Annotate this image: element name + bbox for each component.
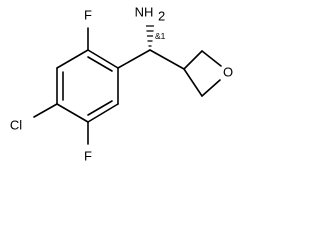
oxetane-bond-3 (201, 79, 221, 97)
oxetane-ring (183, 50, 222, 97)
amine-nh-text: NH (135, 4, 154, 19)
amine-label: NH 2 (135, 4, 166, 23)
bond-ring-to-chiral-carbon (117, 49, 151, 69)
diagram-page: { "molecule": { "atom_labels": { "amine"… (9, 4, 234, 164)
ring-bond-c5-c6 (87, 103, 119, 123)
hashed-wedge-bond (145, 25, 155, 47)
ring-bond-c2-c3 (56, 49, 89, 69)
double-bond-inner-c5-c6 (87, 100, 113, 116)
amine-subscript-text: 2 (158, 8, 165, 23)
bond-chiral-carbon-to-oxetane (149, 49, 185, 70)
stereo-descriptor-label: &1 (155, 31, 166, 41)
oxetane-bond-1 (183, 50, 203, 70)
oxetane-bond-2 (201, 50, 222, 67)
ring-bond-c4-c5 (56, 103, 89, 123)
fluorine-top-label: F (84, 7, 92, 22)
oxygen-label: O (223, 64, 233, 79)
benzene-ring (56, 49, 119, 123)
bond-ring-to-chlorine (33, 103, 58, 118)
oxetane-bond-4 (183, 68, 203, 97)
double-bond-inner-c1-c2 (87, 56, 113, 72)
fluorine-bottom-label: F (84, 148, 92, 163)
ring-bond-c1-c2 (87, 49, 119, 69)
chlorine-label: Cl (10, 117, 22, 132)
chemical-structure-diagram: F Cl F O NH 2 &1 (10, 4, 233, 163)
